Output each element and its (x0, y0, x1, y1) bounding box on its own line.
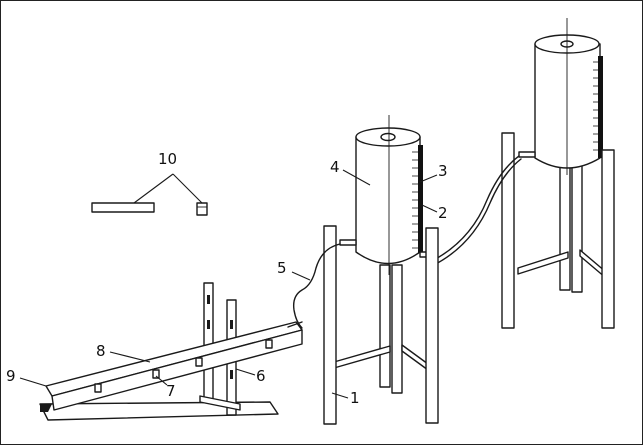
leader-7 (155, 375, 168, 386)
front-water-tank (323, 115, 439, 425)
label-5: 5 (277, 259, 287, 277)
ruler (91, 202, 155, 213)
connecting-hose-edge (431, 158, 522, 267)
inclined-flume (39, 282, 303, 421)
label-8: 8 (96, 342, 106, 360)
leader-10-a (133, 173, 174, 204)
rear-tank-brace (517, 251, 569, 275)
rear-tank-outlet (518, 151, 536, 158)
sensor-c (195, 357, 203, 367)
front-tank-back-leg (391, 264, 403, 394)
front-tank-body (355, 136, 421, 265)
channel-side-wall (51, 329, 303, 411)
channel-inlet-lip (287, 321, 303, 328)
leader-5 (291, 271, 311, 281)
pivot-hinge (40, 404, 52, 412)
front-tank-outlet (339, 239, 357, 246)
label-6: 6 (256, 367, 266, 385)
front-tank-front-leg-2 (425, 227, 439, 424)
post-foot (199, 395, 241, 411)
rear-tank-gauge (598, 56, 603, 158)
connecting-hose (429, 155, 520, 263)
leader-3 (419, 174, 438, 183)
rear-tank-front-leg-2 (601, 149, 615, 329)
leader-4 (342, 169, 371, 186)
rear-tank-back-leg (571, 159, 583, 293)
sensor-b (152, 369, 160, 379)
sensor-d (265, 339, 273, 349)
leader-6 (235, 368, 256, 376)
supply-hose (292, 243, 341, 329)
leader-9 (19, 377, 47, 387)
front-tank-back-leg-2 (379, 264, 391, 388)
label-10: 10 (158, 150, 177, 168)
label-3: 3 (438, 162, 448, 180)
base-plate (39, 401, 279, 421)
label-9: 9 (6, 367, 16, 385)
leader-10-b (172, 173, 203, 204)
front-tank-brace-2 (401, 344, 429, 371)
camera (196, 202, 208, 216)
label-4: 4 (330, 158, 340, 176)
label-1: 1 (350, 389, 360, 407)
front-tank-opening (380, 132, 396, 142)
front-tank-front-leg (323, 225, 337, 425)
leader-2 (421, 204, 438, 213)
water-level-gauge (418, 145, 423, 253)
measurement-tools (91, 202, 208, 216)
rear-water-tank (501, 18, 615, 329)
leader-1 (331, 392, 349, 399)
leader-8 (109, 351, 151, 363)
label-2: 2 (438, 204, 448, 222)
rear-tank-body (534, 43, 601, 169)
label-7: 7 (166, 382, 176, 400)
rear-tank-front-leg (501, 132, 515, 329)
rear-tank-back-leg-2 (559, 159, 571, 291)
sensor-a (94, 383, 102, 393)
